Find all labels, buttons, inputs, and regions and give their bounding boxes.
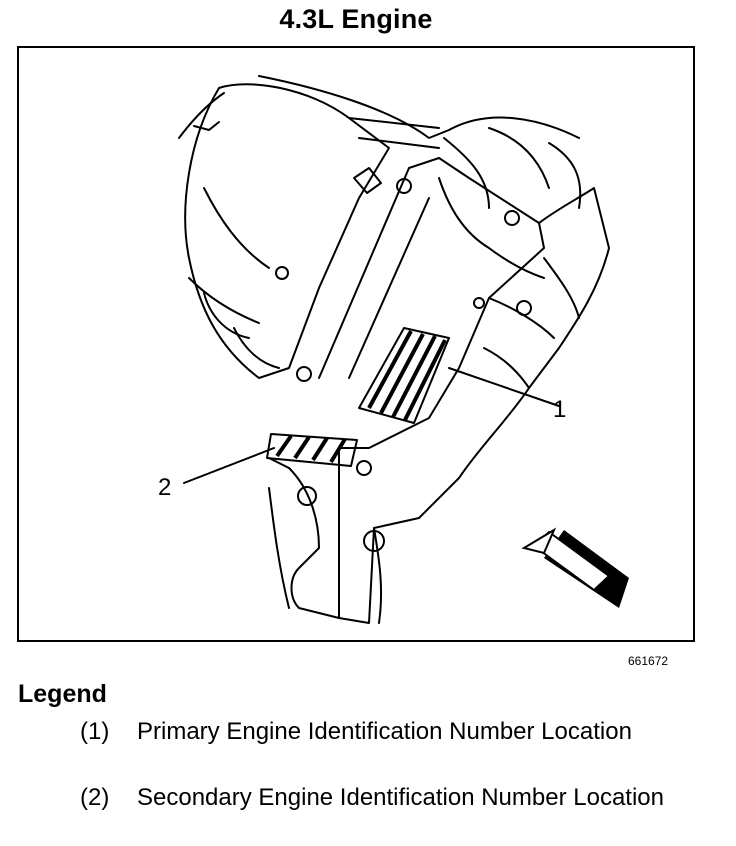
bolt-hole	[504, 210, 520, 226]
mounting-flange	[418, 187, 610, 519]
bolt-hole	[363, 530, 385, 552]
legend-item-number: (1)	[80, 718, 110, 745]
block-rib	[318, 157, 545, 449]
figure-id: 661672	[628, 654, 669, 668]
engine-block-drawing	[178, 75, 629, 624]
bolt-hole	[356, 460, 372, 476]
view-direction-arrow	[521, 527, 629, 608]
callout-1: 1	[553, 396, 567, 423]
bolt-hole	[516, 300, 532, 316]
bolt-hole	[297, 486, 317, 506]
callout-2-leader	[183, 447, 275, 484]
bolt-hole	[296, 366, 312, 382]
engine-illustration-frame	[17, 46, 695, 642]
bolt-hole	[473, 297, 485, 309]
callout-2: 2	[158, 474, 172, 501]
legend-item-number: (2)	[80, 784, 110, 811]
legend-item-text: Primary Engine Identification Number Loc…	[137, 718, 632, 745]
cylinder-head-outline	[184, 83, 390, 379]
diagram-title: 4.3L Engine	[279, 4, 433, 34]
legend-title: Legend	[18, 680, 107, 708]
bolt-hole	[396, 178, 412, 194]
callout-1-leader	[448, 367, 560, 407]
manifold-top	[258, 75, 580, 139]
bolt-hole	[275, 266, 289, 280]
lower-pillar	[338, 447, 420, 624]
legend-item-text: Secondary Engine Identification Number L…	[137, 784, 664, 811]
primary-id-pad	[358, 327, 450, 424]
